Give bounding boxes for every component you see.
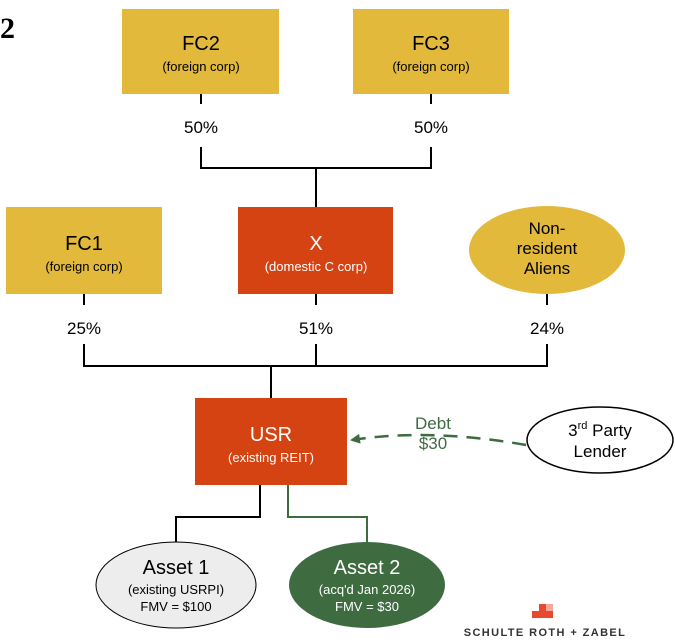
nra-shape (469, 206, 625, 294)
lender-ellipse: 3rd Party Lender (526, 406, 674, 474)
usr-box: USR (existing REIT) (195, 398, 347, 485)
nra-line2: resident (517, 239, 578, 258)
fc2-box: FC2 (foreign corp) (122, 9, 279, 94)
debt-arrow (350, 433, 527, 447)
usr-type: (existing REIT) (228, 450, 314, 465)
fc3-shape (353, 9, 509, 94)
x-ownership-pct: 51% (299, 319, 333, 338)
asset2-desc: (acq'd Jan 2026) (319, 582, 415, 597)
fc2-fc3-bracket (200, 147, 432, 169)
debt-label: Debt (415, 414, 451, 433)
fc1-box: FC1 (foreign corp) (6, 207, 162, 294)
asset2-shape (289, 542, 445, 628)
fc3-name: FC3 (412, 33, 450, 55)
usr-to-asset1-line (175, 485, 261, 542)
lender-line1: 3rd Party (568, 420, 632, 440)
lender-ordinal-suffix: rd (578, 420, 588, 432)
asset2-fmv: FMV = $30 (335, 599, 399, 614)
srz-logo-mark (532, 604, 553, 618)
srz-logo: SCHULTE ROTH + ZABEL (464, 604, 627, 639)
lender-line2: Lender (574, 442, 627, 461)
nra-ellipse: Non- resident Aliens (469, 206, 625, 294)
fc2-shape (122, 9, 279, 94)
fc3-ownership-pct: 50% (414, 118, 448, 137)
slide-number: 2 (0, 12, 15, 45)
fc1-name: FC1 (65, 233, 103, 255)
lender-ordinal: 3 (568, 421, 577, 440)
x-name: X (309, 233, 322, 255)
asset2-name: Asset 2 (334, 557, 401, 579)
srz-logo-text: SCHULTE ROTH + ZABEL (464, 627, 627, 639)
x-box: X (domestic C corp) (238, 207, 393, 294)
fc2-name: FC2 (182, 33, 220, 55)
asset1-fmv: FMV = $100 (140, 599, 211, 614)
lender-shape (526, 406, 674, 474)
asset1-shape (95, 541, 257, 629)
fc3-box: FC3 (foreign corp) (353, 9, 509, 94)
nra-ownership-pct: 24% (530, 319, 564, 338)
usr-to-asset2-line (287, 485, 368, 542)
asset1-ellipse: Asset 1 (existing USRPI) FMV = $100 (95, 541, 257, 629)
usr-shape (195, 398, 347, 485)
asset1-desc: (existing USRPI) (128, 582, 224, 597)
fc1-ownership-pct: 25% (67, 319, 101, 338)
fc2-ownership-pct: 50% (184, 118, 218, 137)
usr-name: USR (250, 424, 292, 446)
nra-line1: Non- (529, 219, 566, 238)
debt-amount: $30 (419, 434, 447, 453)
fc2-type: (foreign corp) (162, 59, 239, 74)
nra-line3: Aliens (524, 259, 570, 278)
fc1-type: (foreign corp) (45, 259, 122, 274)
x-shape (238, 207, 393, 294)
asset2-ellipse: Asset 2 (acq'd Jan 2026) FMV = $30 (289, 542, 445, 628)
fc3-type: (foreign corp) (392, 59, 469, 74)
lender-party: Party (587, 421, 632, 440)
fc1-shape (6, 207, 162, 294)
asset1-name: Asset 1 (143, 557, 210, 579)
x-type: (domestic C corp) (265, 259, 368, 274)
